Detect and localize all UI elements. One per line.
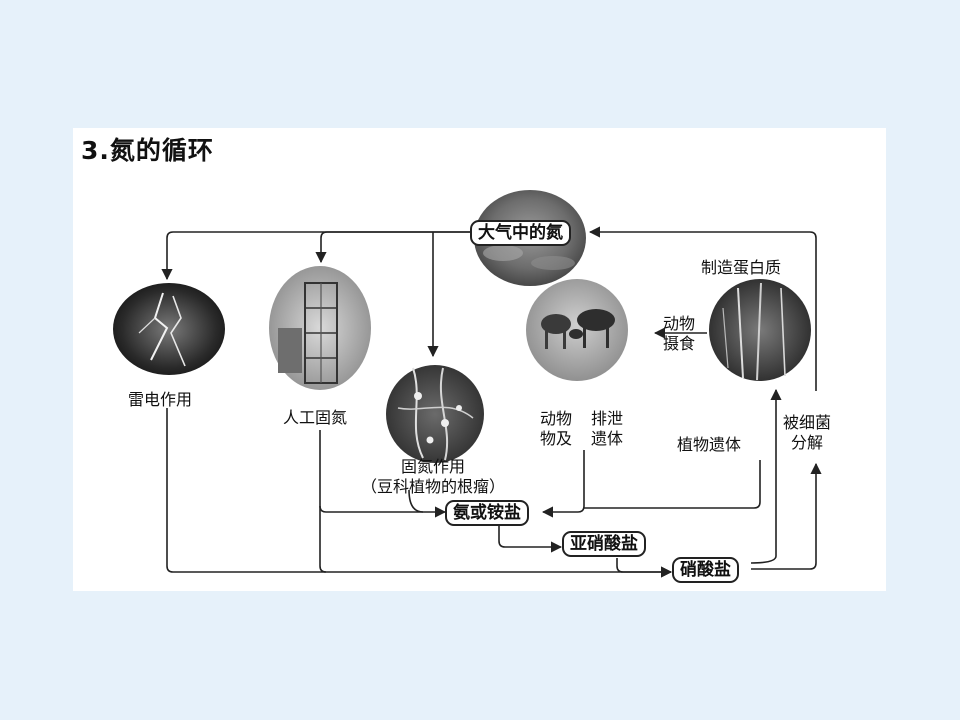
arrow-nitrite-to-nitrate — [617, 558, 671, 572]
label-waste-b1: 排泄 — [591, 409, 623, 429]
label-waste-a1: 动物 — [540, 409, 572, 429]
arrow-atmosphere-to-industrial — [321, 232, 471, 262]
node-atmosphere: 大气中的氮 — [470, 220, 571, 246]
label-waste-a: 动物 物及 — [540, 409, 572, 449]
label-plant-remains: 植物遗体 — [677, 435, 741, 455]
label-industrial: 人工固氮 — [283, 408, 347, 428]
arrow-nitrate-to-plants — [751, 390, 776, 563]
label-waste-b: 排泄 遗体 — [591, 409, 623, 449]
page-title: 3.氮的循环 — [81, 131, 214, 167]
node-ammonia: 氨或铵盐 — [445, 500, 529, 526]
arrow-animal-waste-to-ammonia — [543, 450, 584, 512]
label-lightning: 雷电作用 — [128, 390, 192, 410]
node-nitrate: 硝酸盐 — [672, 557, 739, 583]
label-protein: 制造蛋白质 — [701, 258, 781, 278]
cattle-photo — [526, 279, 628, 381]
arrow-plant-remains-to-ammonia — [584, 460, 760, 508]
lightning-photo — [113, 283, 225, 375]
arrow-industrial-to-nitrate — [320, 506, 326, 572]
label-fixation: 固氮作用 （豆科植物的根瘤） — [338, 457, 528, 497]
label-animal-eat-1: 动物 — [657, 314, 701, 334]
nitrogen-cycle-panel: 3.氮的循环 大气中的氮 氨或铵盐 亚硝酸盐 硝酸盐 雷电作用 人工固氮 固氮作… — [73, 128, 886, 591]
label-waste-a2: 物及 — [540, 429, 572, 449]
label-bacteria: 被细菌 分解 — [777, 413, 837, 453]
label-bacteria-1: 被细菌 — [777, 413, 837, 433]
forest-photo — [709, 279, 811, 381]
node-nitrite: 亚硝酸盐 — [562, 531, 646, 557]
root-nodules-photo — [386, 365, 484, 463]
arrow-ammonia-to-nitrite — [499, 525, 561, 547]
label-bacteria-2: 分解 — [777, 433, 837, 453]
label-waste-b2: 遗体 — [591, 429, 623, 449]
factory-tower-photo — [269, 266, 371, 390]
label-animal-eat: 动物 摄食 — [657, 314, 701, 354]
label-animal-eat-2: 摄食 — [657, 334, 701, 354]
label-fixation-line2: （豆科植物的根瘤） — [338, 477, 528, 497]
label-fixation-line1: 固氮作用 — [338, 457, 528, 477]
